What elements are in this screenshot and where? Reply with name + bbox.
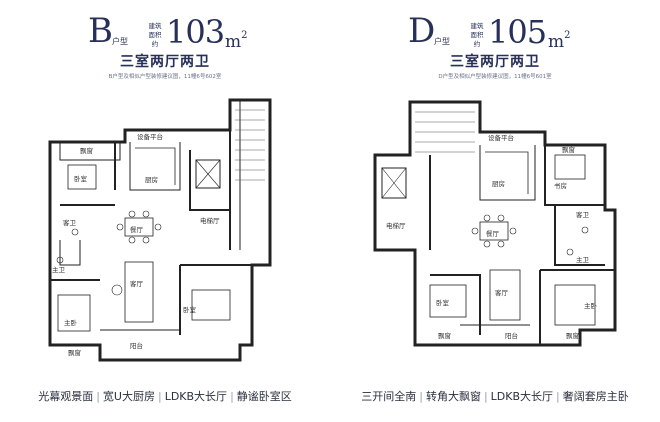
room-bedroom-2: 卧室 (183, 305, 197, 314)
room-bedroom: 卧室 (74, 174, 88, 183)
room-dining: 餐厅 (486, 229, 500, 238)
plan-note: B户型及相似户型装修建议图，11幢6号602室 (108, 74, 222, 80)
room-equip: 设备平台 (137, 132, 163, 141)
room-guest-bath: 客卫 (63, 218, 77, 227)
room-labels: 设备平台 飘窗 书房 厨房 电梯厅 餐厅 客卫 主卫 客厅 卧室 主卧 飘窗 飘… (386, 133, 598, 340)
type-letter: B (88, 11, 113, 51)
room-master-bedroom: 主卧 (584, 301, 598, 310)
room-dining: 餐厅 (130, 225, 144, 234)
room-living: 客厅 (495, 288, 509, 297)
header-b: B 户型 建筑面积约 103 m2 三室两厅两卫 B户型及相似户型装修建议图，1… (0, 6, 330, 80)
room-study: 书房 (554, 181, 567, 190)
feature-item: 三开间全南 (361, 390, 417, 403)
feature-list-d: 三开间全南|转角大飘窗|LDKB大长厅|奢阔套房主卧 (361, 390, 629, 403)
rooms-summary: 三室两厅两卫 (120, 54, 210, 70)
feature-item: 奢阔套房主卧 (562, 390, 629, 403)
room-balcony: 阳台 (130, 341, 143, 350)
feature-item: 静谧卧室区 (236, 390, 292, 403)
rooms-summary: 三室两厅两卫 (450, 54, 540, 70)
room-elevator-hall: 电梯厅 (386, 221, 406, 230)
room-bay-window-2: 飘窗 (438, 331, 451, 340)
area-value: 105 (488, 13, 547, 51)
room-bay-window: 飘窗 (562, 145, 575, 154)
area-unit: m2 (548, 30, 571, 52)
area-caption: 建筑面积约 (470, 22, 484, 48)
room-bay-window-2: 飘窗 (68, 348, 81, 357)
feature-list-b: 光幕观景面|宽U大厨房|LDKB大长厅|静谧卧室区 (38, 390, 292, 403)
floorplan-d: 设备平台 飘窗 书房 厨房 电梯厅 餐厅 客卫 主卫 客厅 卧室 主卧 飘窗 飘… (373, 100, 617, 347)
room-master-bedroom: 主卧 (64, 318, 78, 327)
room-bedroom: 卧室 (436, 298, 450, 307)
room-master-bath: 主卫 (576, 255, 590, 264)
feature-item: 光幕观景面 (38, 390, 94, 403)
room-bay-window-3: 飘窗 (566, 331, 579, 340)
feature-item: LDKB大长厅 (490, 390, 554, 403)
area-value: 103 (166, 13, 225, 51)
room-living: 客厅 (130, 279, 144, 288)
room-guest-bath: 客卫 (576, 210, 590, 219)
feature-item: LDKB大长厅 (164, 390, 228, 403)
room-equip: 设备平台 (488, 133, 514, 142)
feature-item: 宽U大厨房 (102, 390, 155, 403)
feature-item: 转角大飘窗 (425, 390, 481, 403)
room-balcony: 阳台 (505, 331, 518, 340)
room-bay-window: 飘窗 (80, 146, 93, 155)
area-unit: m2 (225, 30, 248, 52)
area-caption: 建筑面积约 (148, 22, 162, 48)
floorplan-panel-b: B 户型 建筑面积约 103 m2 三室两厅两卫 B户型及相似户型装修建议图，1… (0, 6, 330, 403)
room-labels: 设备平台 飘窗 卧室 厨房 电梯厅 餐厅 客卫 主卫 客厅 主卧 卧室 飘窗 阳… (52, 132, 220, 357)
type-letter: D (408, 11, 436, 51)
room-kitchen: 厨房 (145, 175, 158, 184)
header-d: D 户型 建筑面积约 105 m2 三室两厅两卫 D户型及相似户型装修建议图，1… (330, 6, 660, 80)
room-master-bath: 主卫 (52, 265, 66, 274)
room-kitchen: 厨房 (492, 179, 505, 188)
floorplan-panel-d: D 户型 建筑面积约 105 m2 三室两厅两卫 D户型及相似户型装修建议图，1… (330, 0, 660, 422)
floorplan-b: 设备平台 飘窗 卧室 厨房 电梯厅 餐厅 客卫 主卫 客厅 主卧 卧室 飘窗 阳… (48, 98, 272, 362)
type-label: 户型 (434, 37, 450, 46)
plan-note: D户型及相似户型装修建议图，11幢6号601室 (438, 74, 552, 80)
type-label: 户型 (112, 37, 128, 46)
room-elevator-hall: 电梯厅 (200, 216, 220, 225)
